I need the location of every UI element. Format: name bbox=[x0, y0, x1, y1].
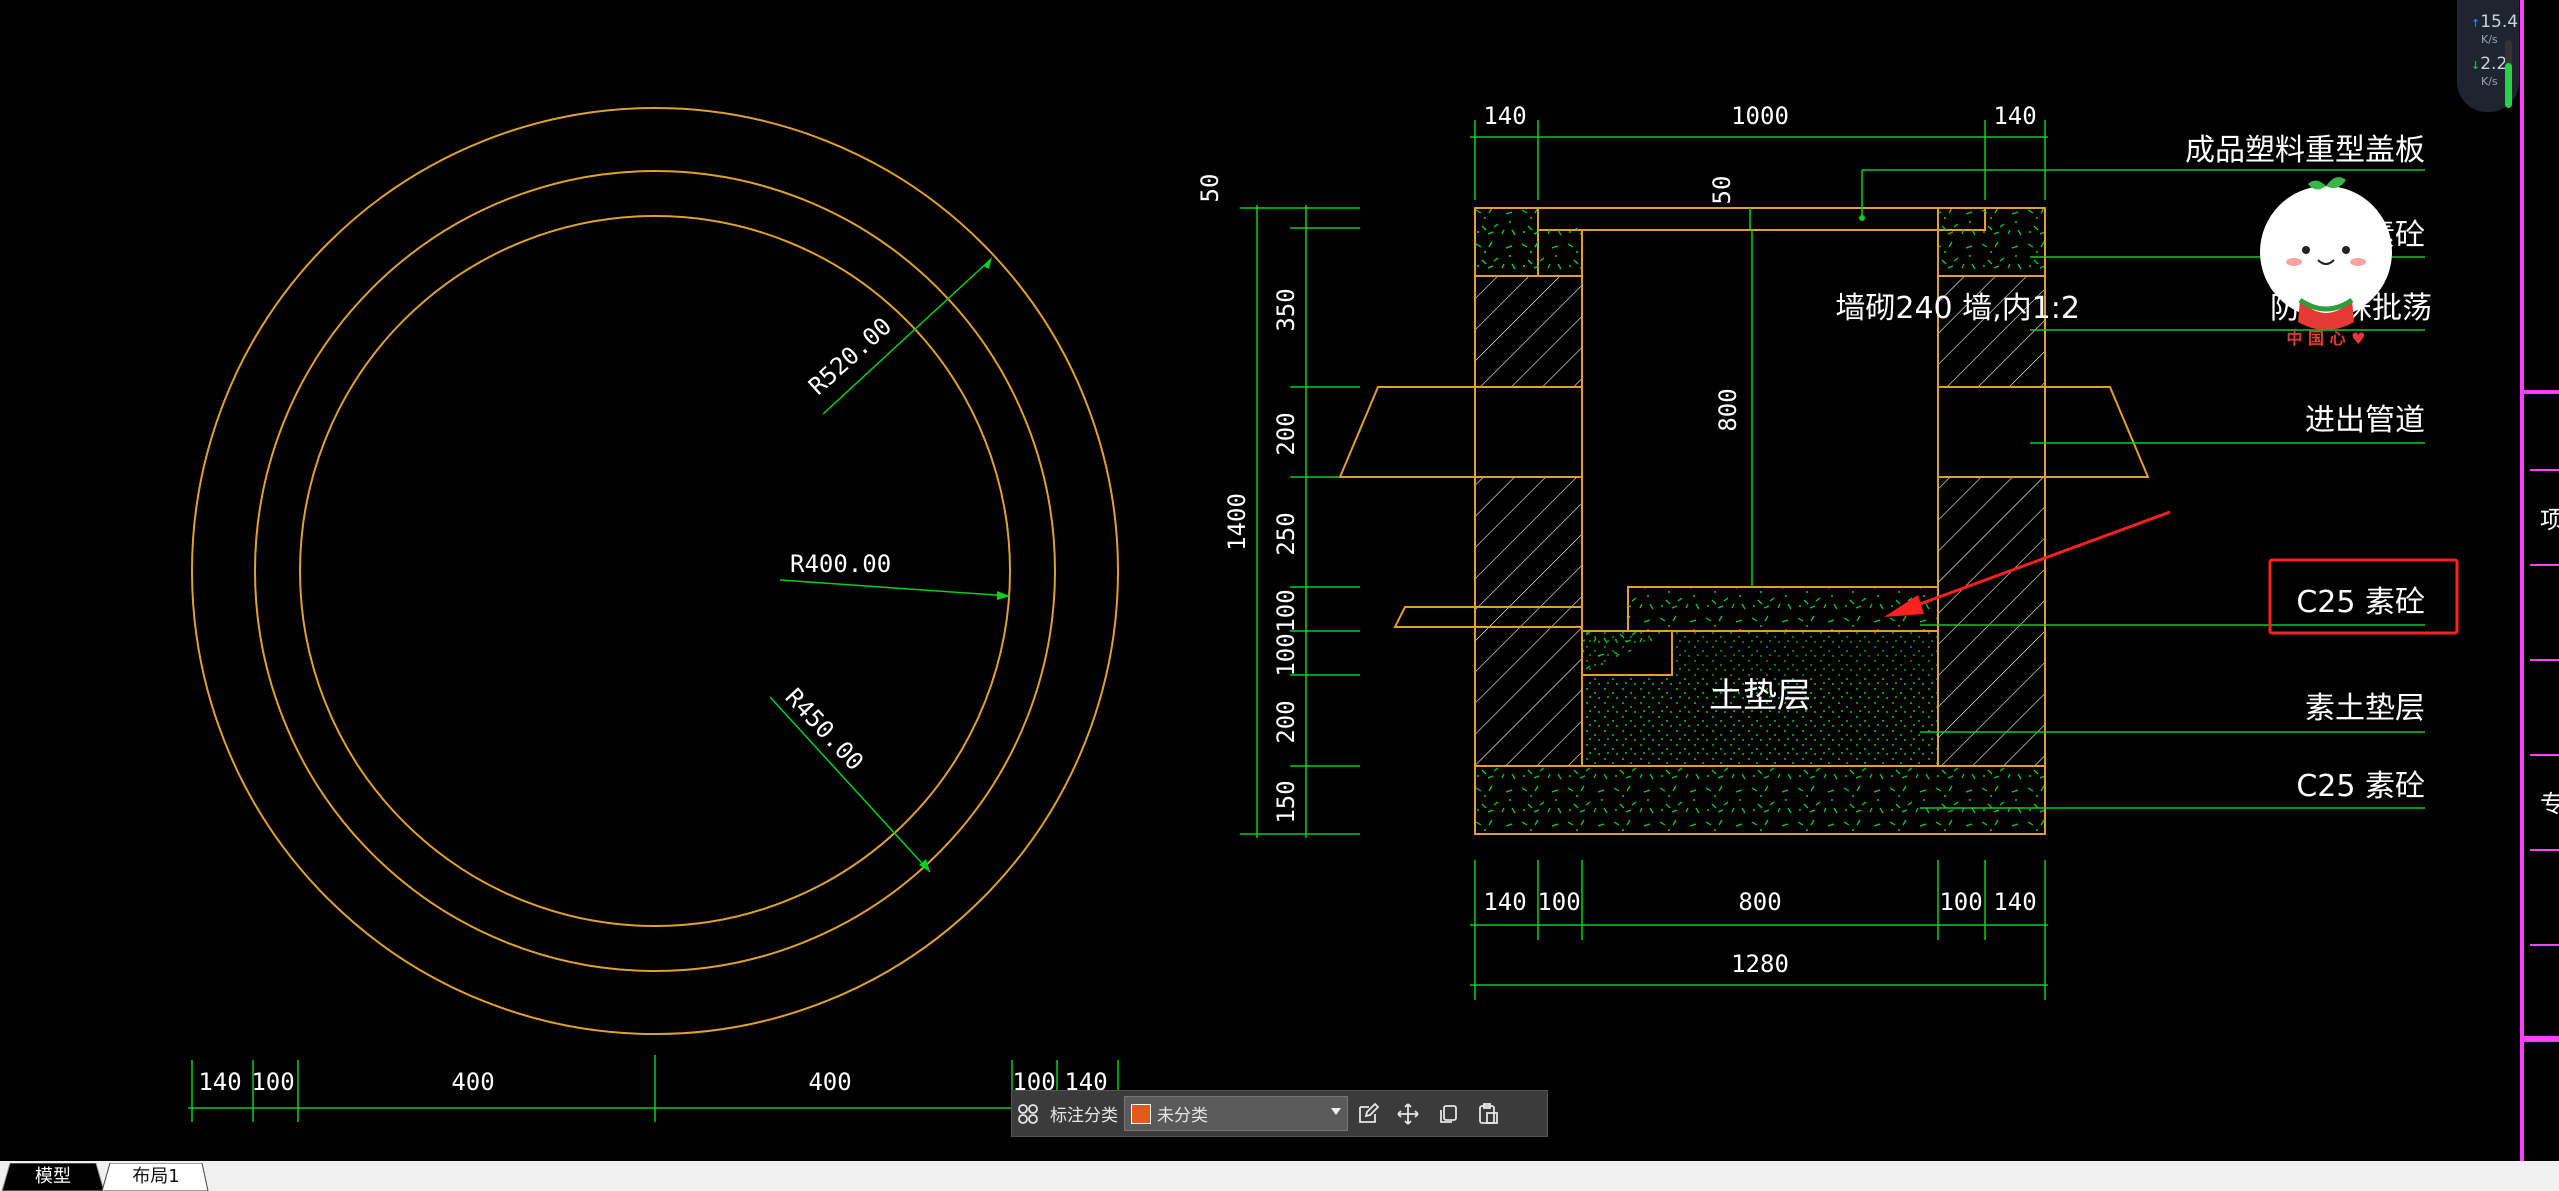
upload-speed: ↑15.4 bbox=[2471, 12, 2519, 32]
layout-tab-bar: 模型 布局1 bbox=[0, 1161, 2559, 1191]
annotation-category-value: 未分类 bbox=[1157, 1106, 1208, 1126]
highlight-arrow bbox=[1911, 510, 2171, 609]
sec-left-dim-100a: 100 bbox=[1272, 589, 1300, 632]
tab-model-label: 模型 bbox=[35, 1166, 71, 1187]
category-color-swatch bbox=[1131, 1103, 1151, 1124]
highlight-box bbox=[2268, 558, 2459, 635]
annotation-toolbar: 标注分类 未分类 bbox=[1011, 1090, 1548, 1137]
download-speed: ↓2.2 bbox=[2471, 54, 2508, 74]
side-panel-char-1: 项 bbox=[2540, 506, 2559, 534]
sec-left-dim-150: 150 bbox=[1272, 780, 1300, 823]
sec-bot-dim-140-right: 140 bbox=[1993, 888, 2036, 916]
callout-c25-base: C25 素砼 bbox=[2296, 769, 2425, 804]
categories-icon[interactable] bbox=[1012, 1098, 1044, 1130]
upload-unit: K/s bbox=[2481, 33, 2498, 46]
callout-cover-plate: 成品塑料重型盖板 bbox=[2185, 133, 2425, 168]
sec-top-dim-140-left: 140 bbox=[1483, 102, 1526, 130]
download-unit: K/s bbox=[2481, 75, 2498, 88]
radius-450-label: R450.00 bbox=[780, 683, 869, 776]
download-arrow-icon: ↓ bbox=[2471, 59, 2481, 72]
move-icon[interactable] bbox=[1388, 1094, 1428, 1134]
speed-bar bbox=[2505, 40, 2512, 108]
paste-icon[interactable] bbox=[1468, 1094, 1508, 1134]
soil-layer-label: 土垫层 bbox=[1709, 676, 1811, 716]
tab-layout1-label: 布局1 bbox=[132, 1166, 180, 1187]
sticker-mascot: 中 国 心 ♥ bbox=[2260, 177, 2392, 348]
pipe-left bbox=[1338, 386, 1475, 478]
tab-layout1[interactable]: 布局1 bbox=[100, 1163, 212, 1191]
sec-left-dim-200: 200 bbox=[1272, 412, 1300, 455]
upload-arrow-icon: ↑ bbox=[2471, 17, 2481, 30]
plan-circle-inner bbox=[299, 215, 1011, 927]
radius-400-line bbox=[779, 579, 1011, 597]
copy-icon[interactable] bbox=[1428, 1094, 1468, 1134]
radius-520-label: R520.00 bbox=[803, 312, 897, 400]
wall-right-lower bbox=[1937, 476, 2046, 767]
plan-circle-outer bbox=[191, 107, 1119, 1035]
sec-cover-dim: 50 bbox=[1708, 176, 1736, 205]
sec-inner-height: 800 bbox=[1714, 388, 1742, 431]
plan-circle-mid bbox=[254, 170, 1056, 972]
wall-left-upper bbox=[1474, 275, 1583, 388]
pipe-right bbox=[2045, 386, 2150, 478]
sec-total-height: 1400 bbox=[1223, 493, 1251, 551]
plan-view: R520.00 R400.00 R450.00 140 100 400 400 … bbox=[188, 107, 1119, 1122]
edit-icon[interactable] bbox=[1348, 1094, 1388, 1134]
callout-c25-step: C25 素砼 bbox=[2296, 585, 2425, 620]
base-concrete bbox=[1474, 765, 2046, 835]
callout-brick-wall: 墙砌240 墙,内1:2 bbox=[1835, 291, 2080, 326]
plan-dim-140-left: 140 bbox=[198, 1068, 241, 1096]
sec-bot-dim-100-right: 100 bbox=[1939, 888, 1982, 916]
sec-bot-dim-800: 800 bbox=[1738, 888, 1781, 916]
sec-top-dim-1000: 1000 bbox=[1731, 102, 1789, 130]
side-panel-char-2: 专 bbox=[2540, 790, 2559, 818]
sec-left-dim-50: 50 bbox=[1196, 174, 1224, 203]
plan-dim-400-left: 400 bbox=[451, 1068, 494, 1096]
sticker-text: 中 国 心 ♥ bbox=[2286, 329, 2365, 348]
plan-dim-400-right: 400 bbox=[808, 1068, 851, 1096]
right-panel[interactable]: 项 专 bbox=[2520, 0, 2559, 1161]
annotation-category-label: 标注分类 bbox=[1050, 1106, 1118, 1126]
radius-520-line bbox=[822, 259, 991, 415]
sec-left-dim-200b: 200 bbox=[1272, 700, 1300, 743]
sec-left-dim-250: 250 bbox=[1272, 512, 1300, 555]
sec-left-dim-100b: 100 bbox=[1272, 633, 1300, 676]
sec-top-dim-140-right: 140 bbox=[1993, 102, 2036, 130]
callout-soil: 素土垫层 bbox=[2305, 691, 2425, 726]
annotation-category-select[interactable]: 未分类 bbox=[1124, 1096, 1348, 1131]
callout-pipe: 进出管道 bbox=[2305, 403, 2425, 438]
sec-bot-dim-140-left: 140 bbox=[1483, 888, 1526, 916]
sec-left-dim-350: 350 bbox=[1272, 288, 1300, 331]
wall-right-upper bbox=[1937, 275, 2046, 388]
sec-bot-dim-100-left: 100 bbox=[1537, 888, 1580, 916]
radius-450-line bbox=[769, 696, 931, 873]
tab-model[interactable]: 模型 bbox=[0, 1163, 106, 1191]
section-view: 140 1000 140 50 350 200 250 100 100 200 … bbox=[1196, 102, 2459, 1000]
wall-left-lower bbox=[1474, 476, 1583, 767]
network-speed-widget: ↑15.4 K/s ↓2.2 K/s bbox=[2457, 0, 2519, 112]
radius-400-label: R400.00 bbox=[790, 550, 891, 578]
plan-dim-100-left: 100 bbox=[251, 1068, 294, 1096]
sec-total-width: 1280 bbox=[1731, 950, 1789, 978]
chevron-down-icon bbox=[1331, 1108, 1341, 1115]
